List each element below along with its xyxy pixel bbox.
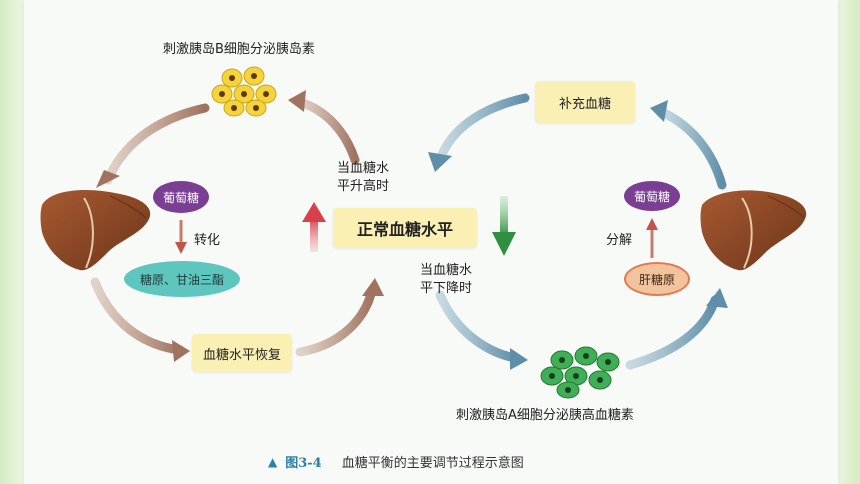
decompose-label: 分解 <box>606 233 633 248</box>
glucose-right-pill: 葡萄糖 <box>624 181 680 211</box>
arrow-insulin-to-liver <box>96 103 210 188</box>
alpha-cells-image <box>540 346 620 399</box>
figure-caption: ▲ 图3-4 血糖平衡的主要调节过程示意图 <box>268 452 524 472</box>
arrow-liver-to-supplement <box>650 100 727 190</box>
arrow-liver-to-recover <box>90 277 190 362</box>
supplement-blood-sugar-box: 补充血糖 <box>535 81 635 123</box>
rise-label: 当血糖水 平升高时 <box>337 161 390 194</box>
convert-arrow <box>175 220 187 254</box>
caption-text: 血糖平衡的主要调节过程示意图 <box>341 456 524 471</box>
arrow-recover-to-center <box>295 278 384 357</box>
fall-label: 当血糖水 平下降时 <box>420 263 473 296</box>
arrow-center-to-glucagon <box>435 290 528 370</box>
stimulate-alpha-label: 刺激胰岛A细胞分泌胰高血糖素 <box>456 408 634 423</box>
stimulate-beta-label: 刺激胰岛B细胞分泌胰岛素 <box>163 42 315 57</box>
rise-arrow <box>302 202 326 252</box>
liver-glycogen-pill: 肝糖原 <box>624 262 690 296</box>
caption-triangle-icon: ▲ <box>268 454 278 469</box>
convert-label: 转化 <box>194 233 221 248</box>
normal-blood-sugar-box: 正常血糖水平 <box>333 208 477 248</box>
arrow-supplement-to-center <box>428 93 530 172</box>
fall-arrow <box>492 196 516 256</box>
arrow-glucagon-to-liver <box>625 288 728 370</box>
blood-sugar-recover-box: 血糖水平恢复 <box>192 334 292 372</box>
arrow-center-to-insulin <box>288 90 360 165</box>
glucose-left-pill: 葡萄糖 <box>153 181 209 213</box>
liver-right-image <box>700 190 807 271</box>
figure-number: 图3-4 <box>285 456 322 471</box>
glycogen-fat-pill: 糖原、甘油三酯 <box>124 261 240 297</box>
decompose-arrow <box>646 218 658 258</box>
liver-left-image <box>40 189 151 271</box>
